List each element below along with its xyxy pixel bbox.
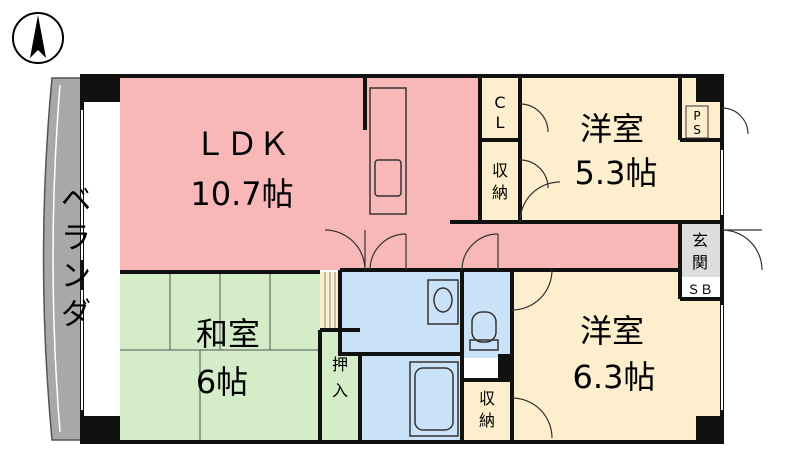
wall-pillars [82, 76, 722, 442]
closet-label-c: C [494, 93, 505, 112]
washitsu-size: 6帖 [196, 363, 248, 401]
ps-label-p: P [693, 109, 700, 123]
yoshitsu-bottom-size: 6.3帖 [573, 358, 656, 396]
windows [81, 110, 723, 410]
oshiire-2: 入 [332, 381, 348, 400]
bathtub-icon [409, 361, 459, 437]
shuno-bottom-area [462, 380, 512, 440]
washitsu-name: 和室 [196, 315, 260, 353]
balcony-label-2: ラ [61, 221, 91, 256]
tatami-lines [120, 272, 320, 440]
yoshitsu-top-area [480, 78, 720, 222]
shuno-top-2: 納 [492, 183, 508, 202]
toilet-icon [469, 311, 499, 351]
ldk-size: 10.7帖 [190, 175, 293, 213]
ldk-area [120, 78, 365, 270]
closet-label-l: L [496, 113, 505, 132]
ldk-name: ＬＤＫ [194, 125, 290, 163]
balcony-label-4: ダ [61, 297, 91, 332]
oshiire-1: 押 [332, 355, 348, 374]
hallway-area [340, 222, 680, 270]
shuno-bottom-2: 納 [479, 411, 495, 430]
sb-area [680, 277, 720, 299]
north-compass-icon [12, 12, 64, 64]
yoshitsu-bottom-name: 洋室 [580, 312, 644, 350]
bathroom-area [360, 354, 462, 440]
genkan-2: 関 [692, 253, 708, 272]
yoshitsu-top-size: 5.3帖 [575, 154, 658, 192]
genkan-area [680, 222, 720, 277]
balcony [42, 77, 83, 441]
yoshitsu-top-name: 洋室 [580, 110, 644, 148]
shuno-top-1: 収 [492, 161, 508, 180]
kitchen-counter [369, 87, 407, 215]
ps-label-s: S [693, 123, 701, 137]
washroom-area [340, 272, 462, 354]
door-swings [324, 103, 763, 439]
balcony-label-3: ン [61, 259, 91, 294]
genkan-1: 玄 [692, 231, 708, 250]
balcony-label-1: ベ [61, 183, 91, 218]
washbasin-icon [427, 279, 459, 325]
sb-label: ＳＢ [687, 283, 713, 298]
shuno-bottom-1: 収 [479, 389, 495, 408]
